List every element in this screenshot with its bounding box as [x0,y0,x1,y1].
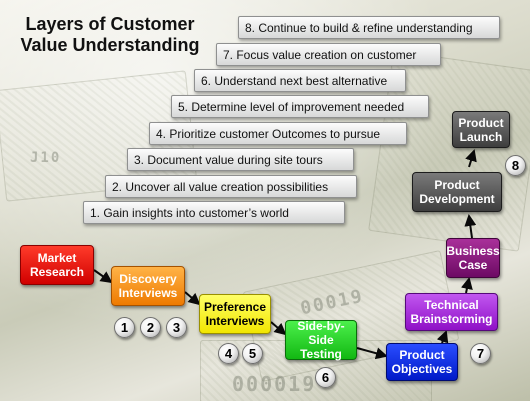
step-marker-2: 2 [140,317,161,338]
box-label-line: Product [399,348,445,362]
box-label-line: Product [458,115,504,130]
box-label-line: Development [419,192,495,206]
preference-interviews-box: Preference Interviews [199,294,271,334]
product-development-box: Product Development [412,172,502,212]
layer-step-8: 8. Continue to build & refine understand… [238,16,500,39]
box-label-line: Preference [203,300,267,314]
arrow-discovery-to-preference [184,291,201,306]
technical-brainstorming-box: Technical Brainstorming [405,293,498,331]
box-label-line: Brainstorming [410,312,493,326]
box-label-line: Technical [424,298,479,312]
product-launch-box: Product Launch [452,111,510,148]
box-label-line: Side-by-Side [297,319,345,347]
title-line-1: Layers of Customer [25,14,195,34]
layer-step-2: 2. Uncover all value creation possibilit… [105,175,357,198]
step-marker-3: 3 [166,317,187,338]
layer-step-4: 4. Prioritize customer Outcomes to pursu… [149,122,407,145]
business-case-box: Business Case [446,238,500,278]
step-marker-4: 4 [218,343,239,364]
product-objectives-box: Product Objectives [386,343,458,381]
box-label-line: Interviews [118,286,178,300]
title-line-2: Value Understanding [20,35,200,55]
arrow-objectives-to-brainstorming [436,330,449,344]
box-label-line: Interviews [205,314,265,328]
layer-step-7: 7. Focus value creation on customer [216,43,441,66]
box-label-line: Product [434,178,480,192]
market-research-box: Market Research [20,245,94,285]
arrow-preference-to-sidebyside [270,321,287,336]
layer-step-3: 3. Document value during site tours [127,148,354,171]
arrow-sidebyside-to-objectives [356,347,388,360]
step-marker-1: 1 [114,317,135,338]
step-marker-8: 8 [505,155,526,176]
box-label-line: Market [37,251,77,265]
arrow-businesscase-to-development [464,214,477,239]
banknote-serial: J10 [30,150,62,166]
box-label-line: Research [29,265,85,279]
arrow-market-to-discovery [93,269,113,284]
side-by-side-testing-box: Side-by-Side Testing [285,319,357,361]
box-label-line: Case [458,258,488,272]
banknote-serial: 000019 [232,372,317,396]
arrow-brainstorming-to-businesscase [461,277,473,294]
step-marker-5: 5 [242,343,263,364]
box-label-line: Testing [300,347,342,361]
box-label-line: Launch [459,129,503,144]
box-label-line: Business [446,244,500,258]
step-marker-7: 7 [470,343,491,364]
box-label-line: Discovery [119,272,177,286]
layer-step-1: 1. Gain insights into customer’s world [83,201,345,224]
layer-step-6: 6. Understand next best alternative [194,69,406,92]
box-label-line: Objectives [391,362,453,376]
layer-step-5: 5. Determine level of improvement needed [171,95,429,118]
step-marker-6: 6 [315,367,336,388]
arrow-development-to-launch [465,149,477,168]
discovery-interviews-box: Discovery Interviews [111,266,185,306]
diagram-title: Layers of Customer Value Understanding [10,14,210,56]
